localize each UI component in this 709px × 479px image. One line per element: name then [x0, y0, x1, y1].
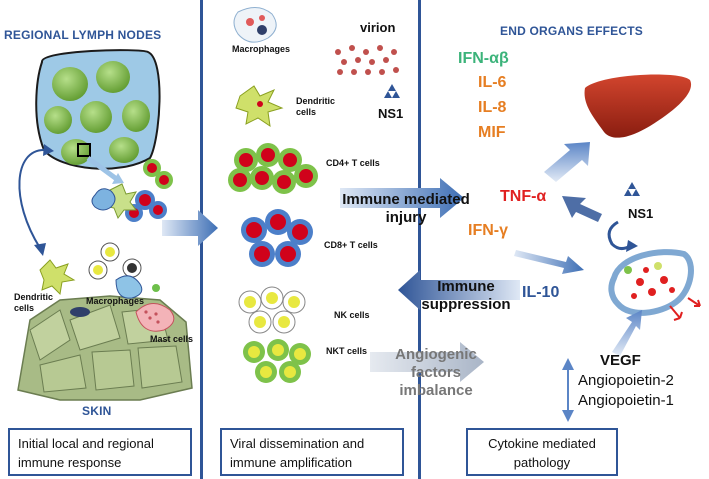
label-dendritic-cells-middle: Dendritic cells [296, 96, 336, 117]
arrow-immune-mediated [340, 178, 464, 218]
label-dendritic-cells-left: Dendritic cells [14, 292, 54, 313]
arrow-angiogenic [370, 342, 484, 382]
ns1-icon [384, 84, 400, 98]
virion-icon [335, 45, 399, 75]
label-mast-cells: Mast cells [150, 334, 194, 344]
label-angiopoietin-1: Angiopoietin-1 [578, 392, 674, 409]
cytokine-il-6: IL-6 [478, 74, 507, 91]
cytokine-mif: MIF [478, 124, 506, 141]
header-end-organs-effects: END ORGANS EFFECTS [500, 24, 643, 38]
label-cd8-t-cells: CD8+ T cells [324, 240, 378, 250]
cell-cluster-icon [91, 159, 173, 222]
label-nkt-cells: NKT cells [326, 346, 368, 356]
caption-box-cytokine-pathology: Cytokine mediated pathology [466, 428, 618, 476]
macrophage-icon-top [233, 7, 277, 43]
label-nk-cells: NK cells [334, 310, 370, 320]
cytokine-ifn-alpha-beta: IFN-αβ [458, 50, 509, 67]
liver-icon [584, 74, 692, 138]
text-angiogenic-factors-imbalance: Angiogenic factors imbalance [395, 346, 477, 399]
header-regional-lymph-nodes: REGIONAL LYMPH NODES [4, 28, 162, 42]
label-cd4-t-cells: CD4+ T cells [326, 158, 380, 168]
mast-cell-icon [135, 303, 175, 332]
cd4-cells-icon [228, 143, 318, 194]
nkt-cells-icon [243, 339, 311, 383]
label-vegf: VEGF [600, 352, 641, 369]
text-immune-mediated-injury: Immune mediated injury [342, 191, 470, 226]
header-skin: SKIN [82, 404, 112, 418]
label-ns1-right: NS1 [628, 206, 654, 221]
divider-right [418, 0, 421, 479]
cytokine-il-10: IL-10 [522, 284, 560, 301]
cd8-cells-icon [241, 209, 313, 267]
macrophage-icon [115, 275, 143, 299]
text-immune-suppression: Immune suppression [421, 278, 511, 313]
label-macrophages-left: Macrophages [86, 296, 145, 306]
dendritic-cell-icon [39, 259, 76, 296]
blood-vessel-icon [608, 249, 701, 321]
cytokine-il-8: IL-8 [478, 99, 507, 116]
label-macrophages-middle: Macrophages [232, 44, 291, 54]
caption-box-viral-dissemination: Viral dissemination and immune amplifica… [220, 428, 404, 476]
cytokine-tnf-alpha: TNF-α [500, 188, 547, 205]
label-ns1-middle: NS1 [378, 106, 404, 121]
label-virion: virion [360, 20, 396, 35]
lymph-node-icon [35, 49, 161, 170]
label-angiopoietin-2: Angiopoietin-2 [578, 372, 674, 389]
arrow-immune-suppression [398, 270, 520, 310]
cytokine-ifn-gamma: IFN-γ [468, 222, 508, 239]
caption-box-initial-response: Initial local and regional immune respon… [8, 428, 192, 476]
ns1-icon-right [624, 182, 640, 196]
nk-cells-icon [238, 286, 306, 334]
